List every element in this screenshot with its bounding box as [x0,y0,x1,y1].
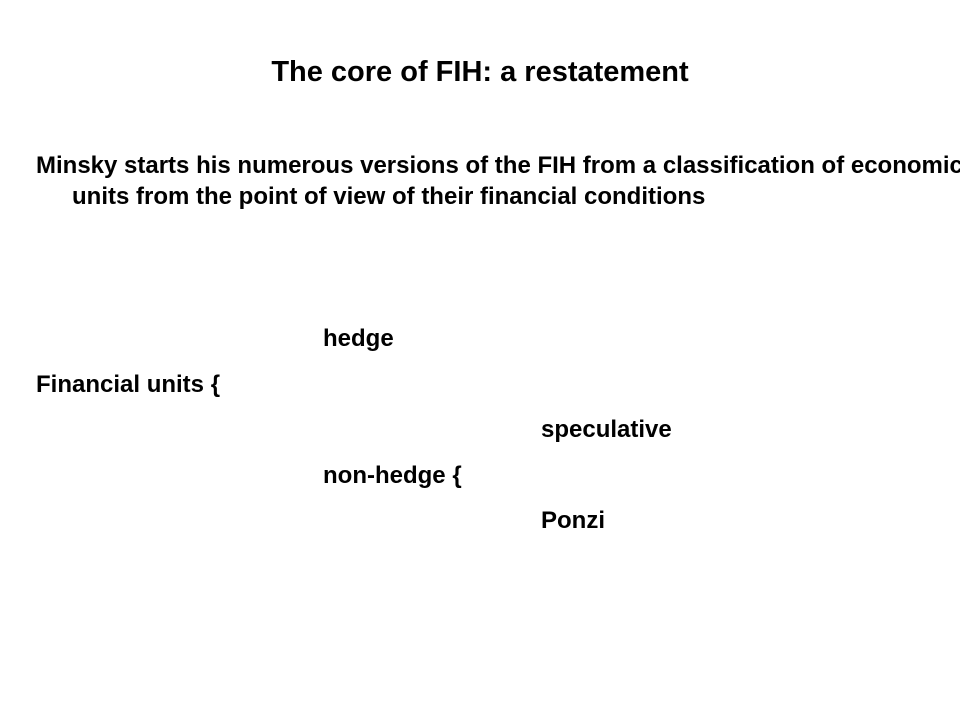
ponzi-label: Ponzi [541,507,605,534]
speculative-label: speculative [541,416,672,443]
non-hedge-label: non-hedge { [323,462,462,489]
intro-paragraph: Minsky starts his numerous versions of t… [36,152,960,210]
slide-title: The core of FIH: a restatement [271,56,689,88]
hedge-label: hedge [323,325,394,352]
financial-units-label: Financial units { [36,371,221,398]
